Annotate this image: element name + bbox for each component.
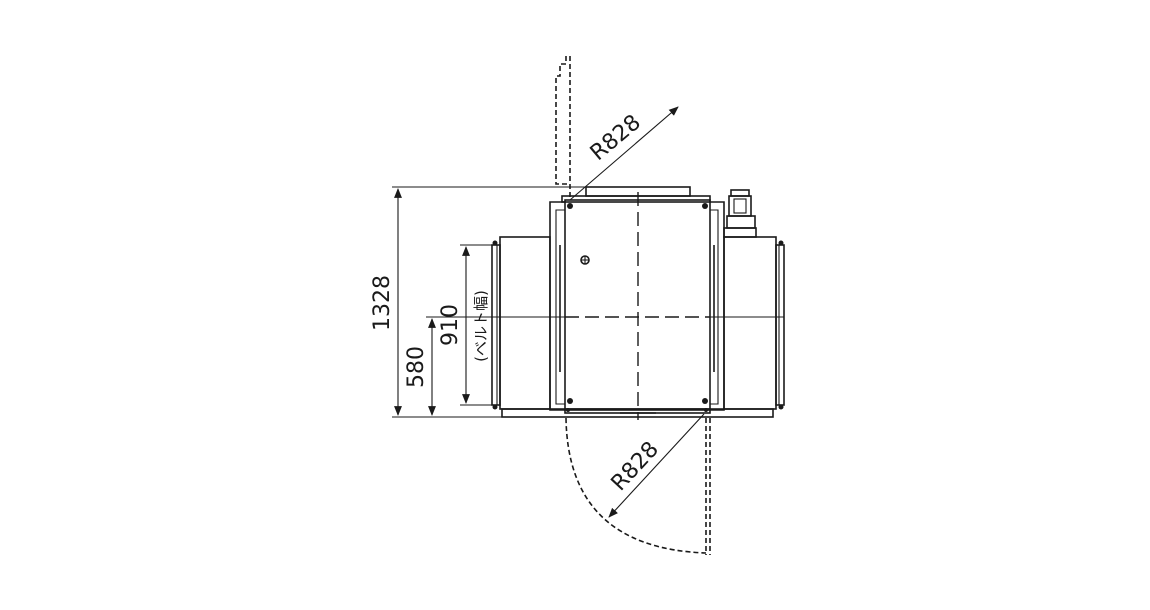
inspection-port-icon xyxy=(580,255,590,265)
dimension-label-1328: 1328 xyxy=(370,275,395,331)
dimension-label-910: 910 xyxy=(438,304,463,346)
top-swing-path xyxy=(555,56,571,200)
side-frame-left xyxy=(549,201,565,411)
dimension-base-height: 580 xyxy=(404,318,436,416)
bottom-swing-path xyxy=(565,417,711,555)
radius-bottom: R828 xyxy=(607,413,705,518)
radius-label-top: R828 xyxy=(586,110,646,166)
side-frame-right xyxy=(710,201,725,411)
belt-width-note: (ベルト幅) xyxy=(472,290,490,362)
dimension-label-580: 580 xyxy=(404,346,429,388)
dimension-belt-width: 910 (ベルト幅) xyxy=(438,246,490,404)
center-lines xyxy=(500,192,784,420)
right-drum xyxy=(723,236,785,410)
left-drum xyxy=(491,236,551,410)
bolts xyxy=(492,203,784,412)
dimension-overall-height: 1328 xyxy=(370,188,402,416)
radius-top: R828 xyxy=(569,106,679,201)
motor xyxy=(723,189,757,238)
